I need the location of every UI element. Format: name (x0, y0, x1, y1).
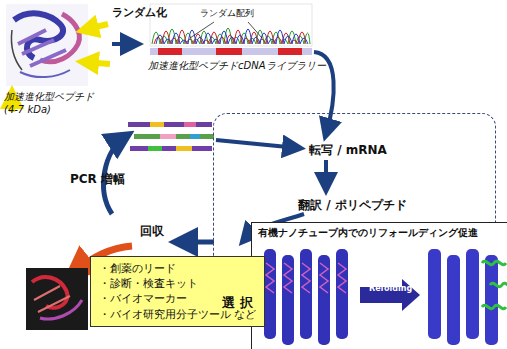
dna-library-bars (128, 122, 214, 151)
yellow-arrow (84, 24, 108, 30)
protein-image (26, 268, 88, 330)
caption-label: 加速進化型ペプチド (4-7 kDa) (4, 90, 104, 116)
list-item: ・創薬のリード (99, 261, 256, 276)
step-label: 転写 / mRNA (309, 142, 387, 159)
step-label: 回収 (140, 224, 164, 240)
application-box: ・創薬のリード・診断・検査キット・バイオマーカー・バイオ研究用分子ツール など (90, 256, 265, 327)
inset-title: 有機ナノチューブ内でのリフォールディング促進 (258, 226, 478, 241)
chromatogram (150, 4, 312, 46)
list-item: ・バイオ研究用分子ツール など (99, 307, 256, 322)
nanotube-inset: 有機ナノチューブ内でのリフォールディング促進 Refolding (251, 222, 507, 349)
flow-arrow (178, 240, 214, 245)
flow-arrow (324, 160, 328, 188)
yellow-arrow (84, 62, 110, 64)
flow-arrow (216, 140, 298, 148)
cdna-bar (150, 48, 312, 55)
annotation: ランダム化 (112, 6, 167, 20)
list-item: ・診断・検査キット (99, 276, 256, 291)
arrow-label: Refolding (369, 283, 412, 295)
step-label: PCR 増幅 (70, 172, 125, 188)
annotation: ランダム配列 (200, 8, 254, 20)
list-item: ・バイオマーカー (99, 291, 256, 306)
flow-arrow (112, 42, 136, 46)
caption-label: 加速進化型ペプチドcDNAライブラリー (148, 59, 326, 72)
protein-ribbon (6, 4, 88, 86)
step-label: 翻訳 / ポリペプチド (298, 197, 407, 214)
